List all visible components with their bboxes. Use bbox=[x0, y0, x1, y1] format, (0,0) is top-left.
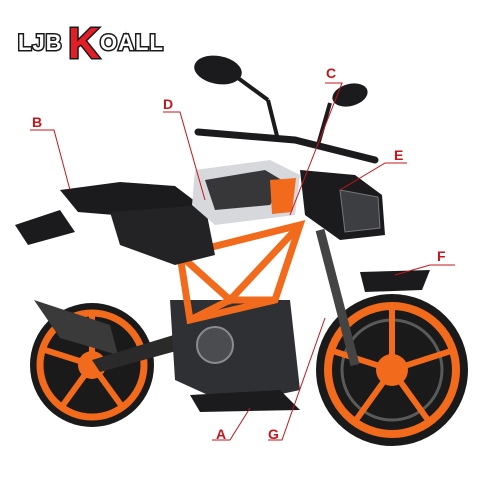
logo-text-left: LJB bbox=[18, 30, 63, 55]
front-fender bbox=[360, 270, 430, 292]
callout-f: F bbox=[437, 248, 446, 264]
callout-g: G bbox=[268, 426, 279, 442]
swingarm bbox=[92, 330, 198, 372]
trellis-frame bbox=[176, 220, 306, 325]
callout-c: C bbox=[326, 65, 337, 81]
callout-a: A bbox=[216, 426, 227, 442]
logo-text-right: OALL bbox=[100, 30, 164, 55]
front-fork bbox=[315, 228, 360, 367]
engine bbox=[170, 300, 300, 405]
logo-k-letter: K bbox=[68, 19, 100, 68]
callout-e: E bbox=[394, 147, 404, 163]
brand-logo: LJB K OALL bbox=[17, 18, 165, 70]
front-wheel bbox=[316, 294, 468, 446]
side-panel bbox=[110, 205, 215, 265]
callout-b: B bbox=[32, 114, 43, 130]
license-plate-holder bbox=[15, 210, 75, 245]
exhaust bbox=[34, 300, 118, 355]
callout-d: D bbox=[163, 96, 174, 112]
handlebar bbox=[194, 128, 379, 164]
